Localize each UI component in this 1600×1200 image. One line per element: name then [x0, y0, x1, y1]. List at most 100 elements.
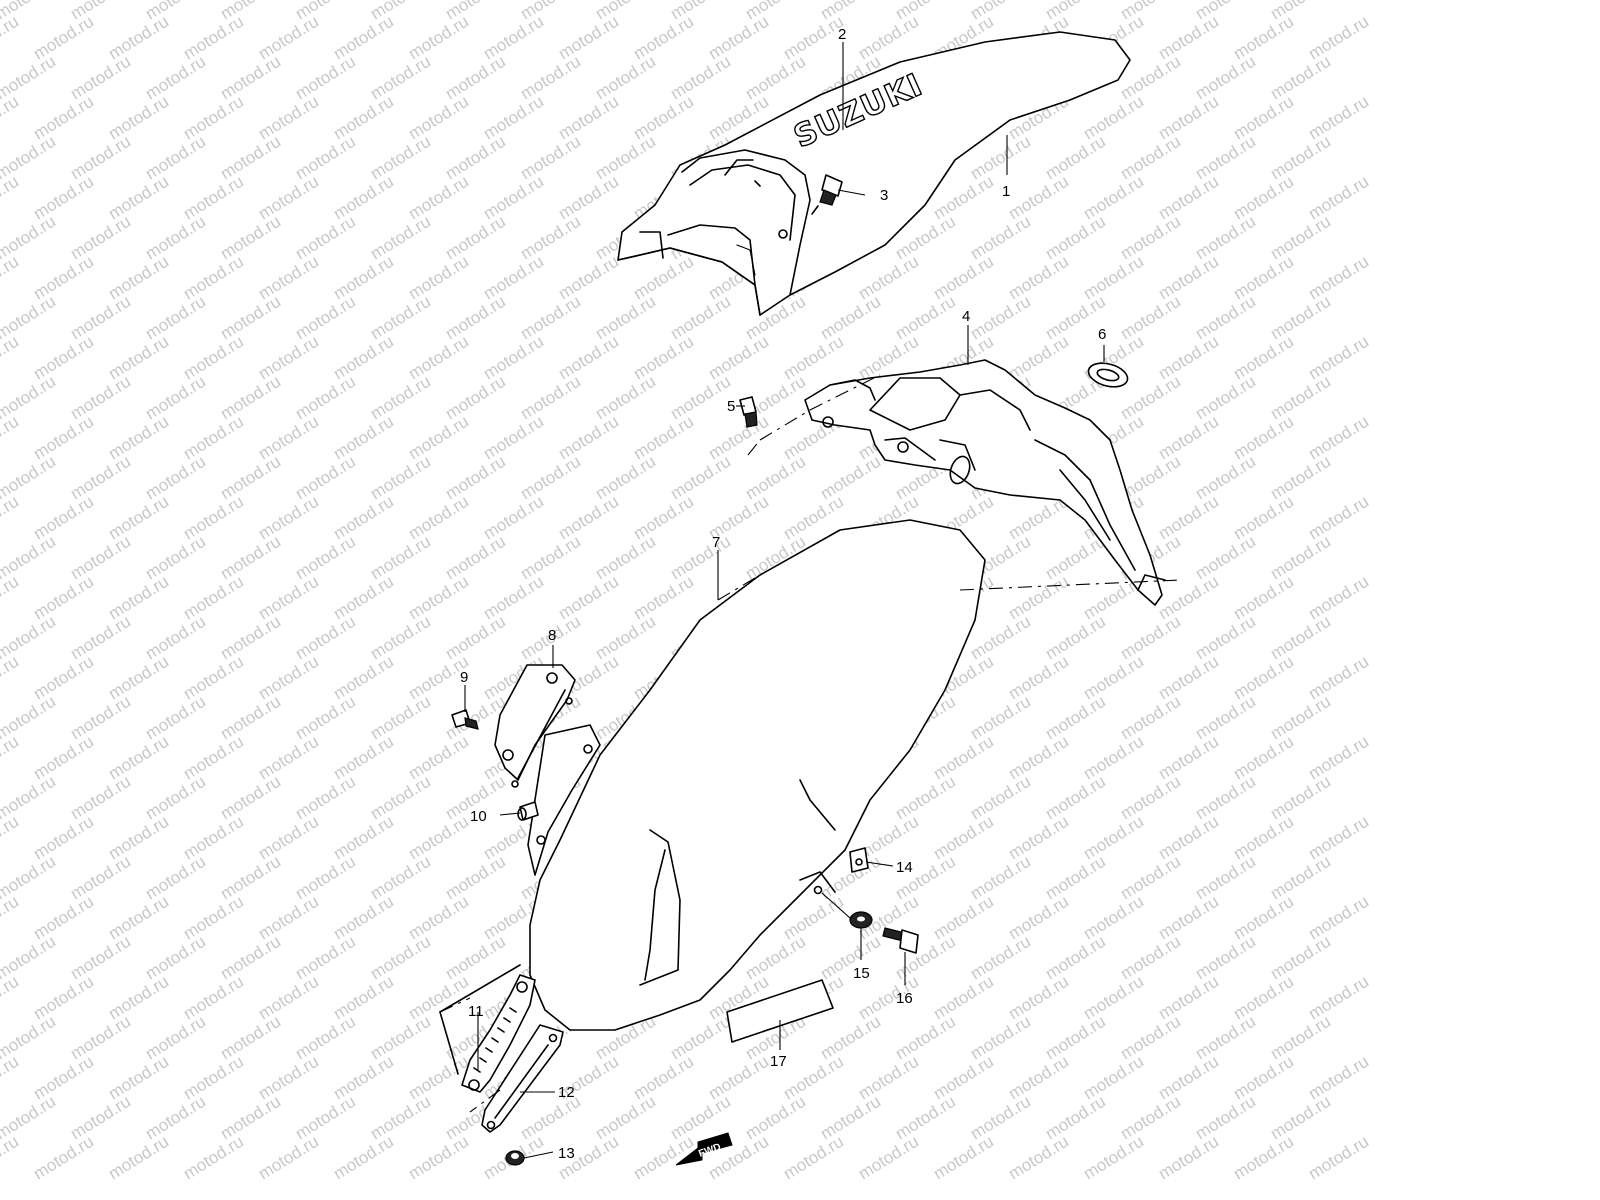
- watermark-text: motod.ru: [217, 132, 284, 184]
- watermark-text: motod.ru: [892, 1012, 959, 1064]
- watermark-text: motod.ru: [630, 492, 697, 544]
- watermark-text: motod.ru: [1267, 212, 1334, 264]
- watermark-text: motod.ru: [1042, 932, 1109, 984]
- watermark-text: motod.ru: [1155, 12, 1222, 64]
- watermark-text: motod.ru: [30, 252, 97, 304]
- watermark-text: motod.ru: [405, 892, 472, 944]
- watermark-text: motod.ru: [1042, 1012, 1109, 1064]
- watermark-text: motod.ru: [1267, 532, 1334, 584]
- watermark-text: motod.ru: [217, 772, 284, 824]
- watermark-text: motod.ru: [1305, 732, 1372, 784]
- watermark-text: motod.ru: [180, 412, 247, 464]
- watermark-text: motod.ru: [442, 932, 509, 984]
- watermark-text: motod.ru: [1267, 452, 1334, 504]
- watermark-text: motod.ru: [1230, 12, 1297, 64]
- watermark-text: motod.ru: [1117, 612, 1184, 664]
- watermark-text: motod.ru: [1117, 692, 1184, 744]
- watermark-text: motod.ru: [405, 732, 472, 784]
- watermark-text: motod.ru: [67, 932, 134, 984]
- watermark-text: motod.ru: [517, 292, 584, 344]
- watermark-text: motod.ru: [1155, 732, 1222, 784]
- watermark-text: motod.ru: [630, 572, 697, 624]
- watermark-text: motod.ru: [255, 332, 322, 384]
- watermark-text: motod.ru: [892, 772, 959, 824]
- callout-3: 3: [880, 187, 888, 204]
- watermark-text: motod.ru: [105, 92, 172, 144]
- watermark-text: motod.ru: [1042, 132, 1109, 184]
- watermark-text: motod.ru: [367, 852, 434, 904]
- watermark-text: motod.ru: [1192, 372, 1259, 424]
- watermark-text: motod.ru: [292, 452, 359, 504]
- watermark-text: motod.ru: [705, 12, 772, 64]
- watermark-text: motod.ru: [1305, 892, 1372, 944]
- watermark-text: motod.ru: [0, 492, 22, 544]
- watermark-text: motod.ru: [30, 92, 97, 144]
- watermark-text: motod.ru: [1005, 652, 1072, 704]
- watermark-text: motod.ru: [142, 212, 209, 264]
- watermark-text: motod.ru: [705, 412, 772, 464]
- watermark-text: motod.ru: [630, 412, 697, 464]
- watermark-text: motod.ru: [367, 1092, 434, 1144]
- watermark-text: motod.ru: [330, 1132, 397, 1184]
- watermark-text: motod.ru: [217, 932, 284, 984]
- watermark-text: motod.ru: [105, 252, 172, 304]
- watermark-text: motod.ru: [217, 1012, 284, 1064]
- watermark-text: motod.ru: [967, 932, 1034, 984]
- watermark-text: motod.ru: [1080, 252, 1147, 304]
- watermark-text: motod.ru: [1005, 892, 1072, 944]
- watermark-text: motod.ru: [1117, 132, 1184, 184]
- watermark-text: motod.ru: [330, 492, 397, 544]
- watermark-text: motod.ru: [742, 52, 809, 104]
- watermark-text: motod.ru: [555, 492, 622, 544]
- watermark-text: motod.ru: [442, 452, 509, 504]
- watermark-text: motod.ru: [30, 1132, 97, 1184]
- watermark-text: motod.ru: [1155, 172, 1222, 224]
- watermark-text: motod.ru: [0, 1052, 22, 1104]
- part-12-stay: [481, 1024, 564, 1133]
- watermark-text: motod.ru: [930, 1132, 997, 1184]
- watermark-text: motod.ru: [292, 932, 359, 984]
- watermark-text: motod.ru: [555, 572, 622, 624]
- watermark-text: motod.ru: [1267, 1012, 1334, 1064]
- watermark-text: motod.ru: [142, 452, 209, 504]
- watermark-text: motod.ru: [517, 532, 584, 584]
- watermark-text: motod.ru: [30, 1052, 97, 1104]
- watermark-text: motod.ru: [1080, 732, 1147, 784]
- watermark-text: motod.ru: [67, 52, 134, 104]
- watermark-text: motod.ru: [67, 372, 134, 424]
- watermark-text: motod.ru: [1155, 332, 1222, 384]
- watermark-text: motod.ru: [0, 652, 22, 704]
- watermark-text: motod.ru: [930, 732, 997, 784]
- watermark-text: motod.ru: [1117, 212, 1184, 264]
- watermark-text: motod.ru: [1230, 972, 1297, 1024]
- watermark-text: motod.ru: [330, 732, 397, 784]
- watermark-text: motod.ru: [330, 972, 397, 1024]
- watermark-text: motod.ru: [105, 12, 172, 64]
- watermark-text: motod.ru: [930, 812, 997, 864]
- watermark-text: motod.ru: [405, 812, 472, 864]
- watermark-text: motod.ru: [1080, 652, 1147, 704]
- watermark-text: motod.ru: [1230, 412, 1297, 464]
- watermark-text: motod.ru: [1230, 92, 1297, 144]
- watermark-text: motod.ru: [1155, 252, 1222, 304]
- watermark-text: motod.ru: [255, 572, 322, 624]
- watermark-text: motod.ru: [1192, 292, 1259, 344]
- watermark-text: motod.ru: [180, 252, 247, 304]
- watermark-text: motod.ru: [855, 1052, 922, 1104]
- watermark-text: motod.ru: [855, 252, 922, 304]
- watermark-text: motod.ru: [0, 892, 22, 944]
- watermark-text: motod.ru: [1005, 332, 1072, 384]
- part-11-bracket: [439, 964, 536, 1093]
- watermark-text: motod.ru: [330, 892, 397, 944]
- watermark-text: motod.ru: [1155, 1132, 1222, 1184]
- watermark-text: motod.ru: [480, 92, 547, 144]
- watermark-text: motod.ru: [1305, 1132, 1372, 1184]
- watermark-text: motod.ru: [1305, 572, 1372, 624]
- callout-4: 4: [962, 308, 970, 325]
- watermark-text: motod.ru: [367, 292, 434, 344]
- watermark-text: motod.ru: [480, 172, 547, 224]
- watermark-text: motod.ru: [217, 52, 284, 104]
- watermark-text: motod.ru: [142, 1092, 209, 1144]
- watermark-text: motod.ru: [1230, 732, 1297, 784]
- watermark-text: motod.ru: [1305, 92, 1372, 144]
